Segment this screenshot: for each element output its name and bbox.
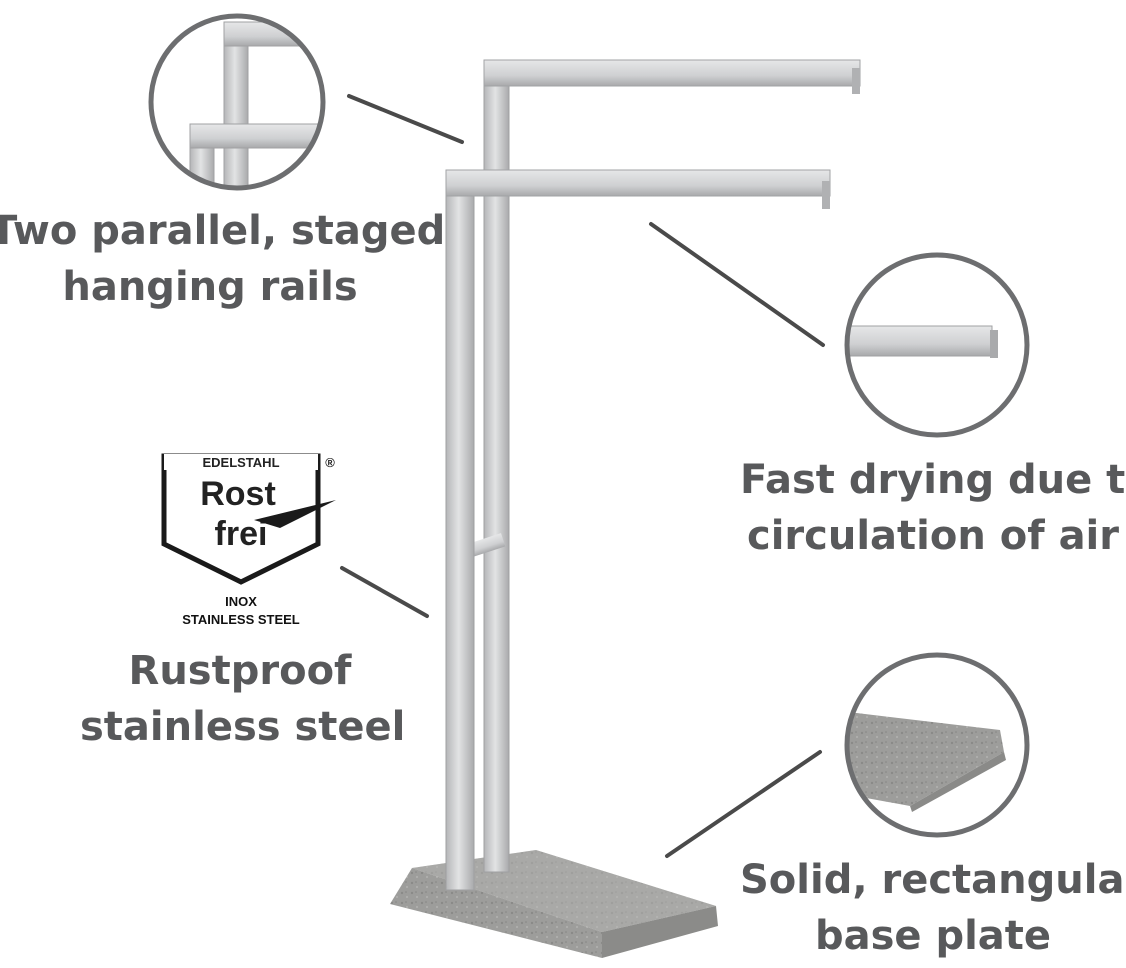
callout-lines [340, 94, 825, 858]
zoom-circle-base [844, 652, 1030, 838]
svg-text:®: ® [325, 455, 335, 470]
feature-rails-line2: hanging rails [62, 264, 358, 310]
svg-text:Rost: Rost [200, 475, 276, 513]
feature-steel-line1: Rustproof [128, 648, 352, 694]
feature-rails: Two parallel, staged hanging rails [0, 203, 446, 315]
feature-base-line1: Solid, rectangular [740, 857, 1126, 903]
feature-drying: Fast drying due to circulation of air [740, 452, 1126, 564]
base-plate [390, 850, 718, 958]
logo-sub-stainless: STAINLESS STEEL [182, 612, 300, 627]
zoom-circle-drying [844, 252, 1030, 438]
svg-text:EDELSTAHL: EDELSTAHL [202, 455, 279, 470]
logo-sub-inox: INOX [225, 594, 257, 609]
rostfrei-logo: EDELSTAHL ® Rost frei [161, 453, 336, 585]
feature-rails-line1: Two parallel, staged [0, 208, 446, 254]
feature-base-line2: base plate [814, 913, 1052, 959]
feature-steel: Rustproof stainless steel [80, 643, 406, 755]
front-rail [445, 169, 831, 891]
feature-drying-line2: circulation of air [747, 513, 1119, 559]
rail-connector [468, 533, 506, 557]
zoom-circle-rails [148, 13, 326, 191]
feature-base: Solid, rectangular base plate [740, 852, 1126, 964]
feature-drying-line1: Fast drying due to [740, 457, 1126, 503]
feature-steel-line2: stainless steel [80, 704, 406, 750]
